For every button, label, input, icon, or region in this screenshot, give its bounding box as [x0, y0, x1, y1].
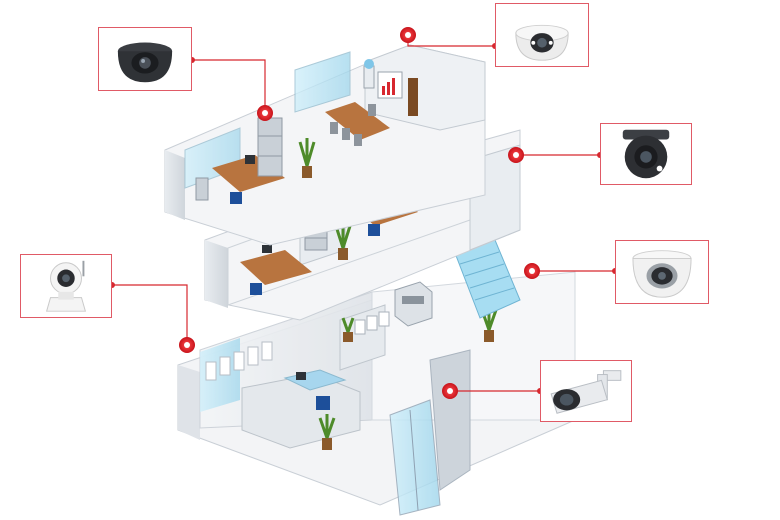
turret-camera-icon: [622, 129, 670, 179]
top-floor: [164, 44, 486, 246]
meeting-table: [325, 102, 390, 146]
reception-chairs: [205, 341, 273, 381]
wifi-camera-icon: [45, 260, 87, 312]
filing-cabinet: [257, 117, 283, 177]
plant: [298, 138, 316, 178]
turret-camera-black-box: [600, 123, 692, 185]
plant: [341, 317, 355, 342]
connector-line: [192, 59, 266, 113]
door: [408, 78, 418, 116]
office-chair: [316, 396, 330, 410]
printer: [195, 177, 209, 201]
connector-line: [112, 284, 188, 345]
desk: [240, 245, 312, 295]
camera-markers: [179, 27, 540, 399]
bullet-camera-box: [540, 360, 632, 422]
connector-line: [407, 35, 495, 47]
pan-tilt-camera-box: [20, 254, 112, 318]
glass-door: [389, 349, 471, 516]
monitor: [296, 372, 306, 380]
dome-camera-icon: [632, 250, 692, 298]
printer: [394, 281, 433, 327]
whiteboard-chart: [377, 71, 403, 99]
dome-camera-white-top-box: [495, 3, 589, 67]
plant: [318, 414, 336, 450]
building: [164, 44, 576, 516]
water-cooler: [363, 59, 375, 89]
dome-camera-white-right-box: [615, 240, 709, 304]
ground-floor: [177, 271, 576, 516]
dome-camera-icon: [515, 24, 569, 61]
cabinets: [354, 311, 390, 335]
bullet-camera-icon: [550, 370, 622, 414]
dome-camera-black-box: [98, 27, 192, 91]
dome-camera-icon: [117, 42, 173, 83]
